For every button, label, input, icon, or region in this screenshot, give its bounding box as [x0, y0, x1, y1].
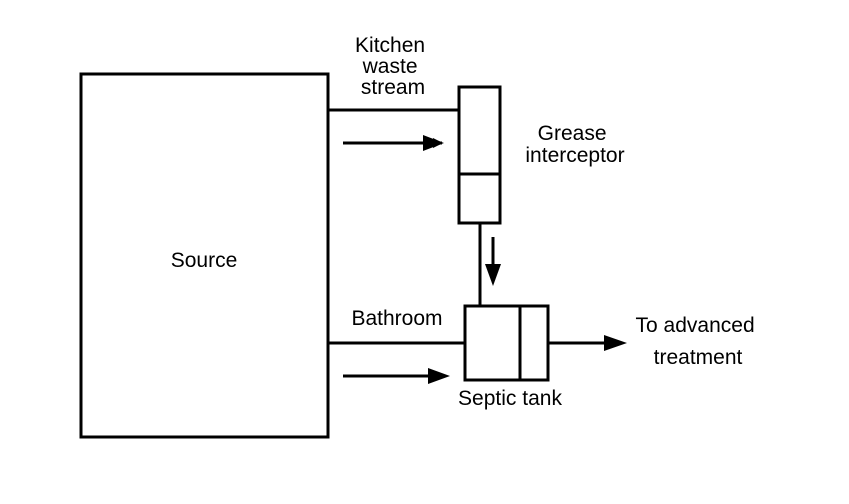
source-box [79, 72, 330, 439]
outlet-arrowhead [604, 335, 627, 351]
kitchen-label-line-2: waste [362, 55, 418, 78]
grease-label-line-1: Grease [538, 122, 607, 145]
source-label: Source [171, 249, 238, 272]
bathroom-flow-arrowhead [428, 368, 450, 384]
kitchen-label-line-1: Kitchen [355, 34, 425, 57]
grease-label-line-2: interceptor [525, 144, 624, 167]
kitchen-label-line-3: stream [361, 76, 425, 99]
grease-interceptor-label: Grease interceptor [525, 122, 624, 167]
outlet-label-line-1: To advanced [636, 314, 755, 337]
grease-interceptor-box [457, 85, 502, 225]
kitchen-arrowhead [423, 135, 444, 151]
bathroom-label: Bathroom [351, 307, 442, 330]
kitchen-waste-stream-label: Kitchen waste stream [355, 34, 431, 99]
advanced-treatment-label: To advanced treatment [636, 314, 761, 369]
septic-tank-label: Septic tank [458, 387, 562, 410]
septic-tank-box [463, 304, 550, 382]
outlet-label-line-2: treatment [654, 346, 743, 369]
interceptor-flow-arrowhead [485, 264, 501, 286]
